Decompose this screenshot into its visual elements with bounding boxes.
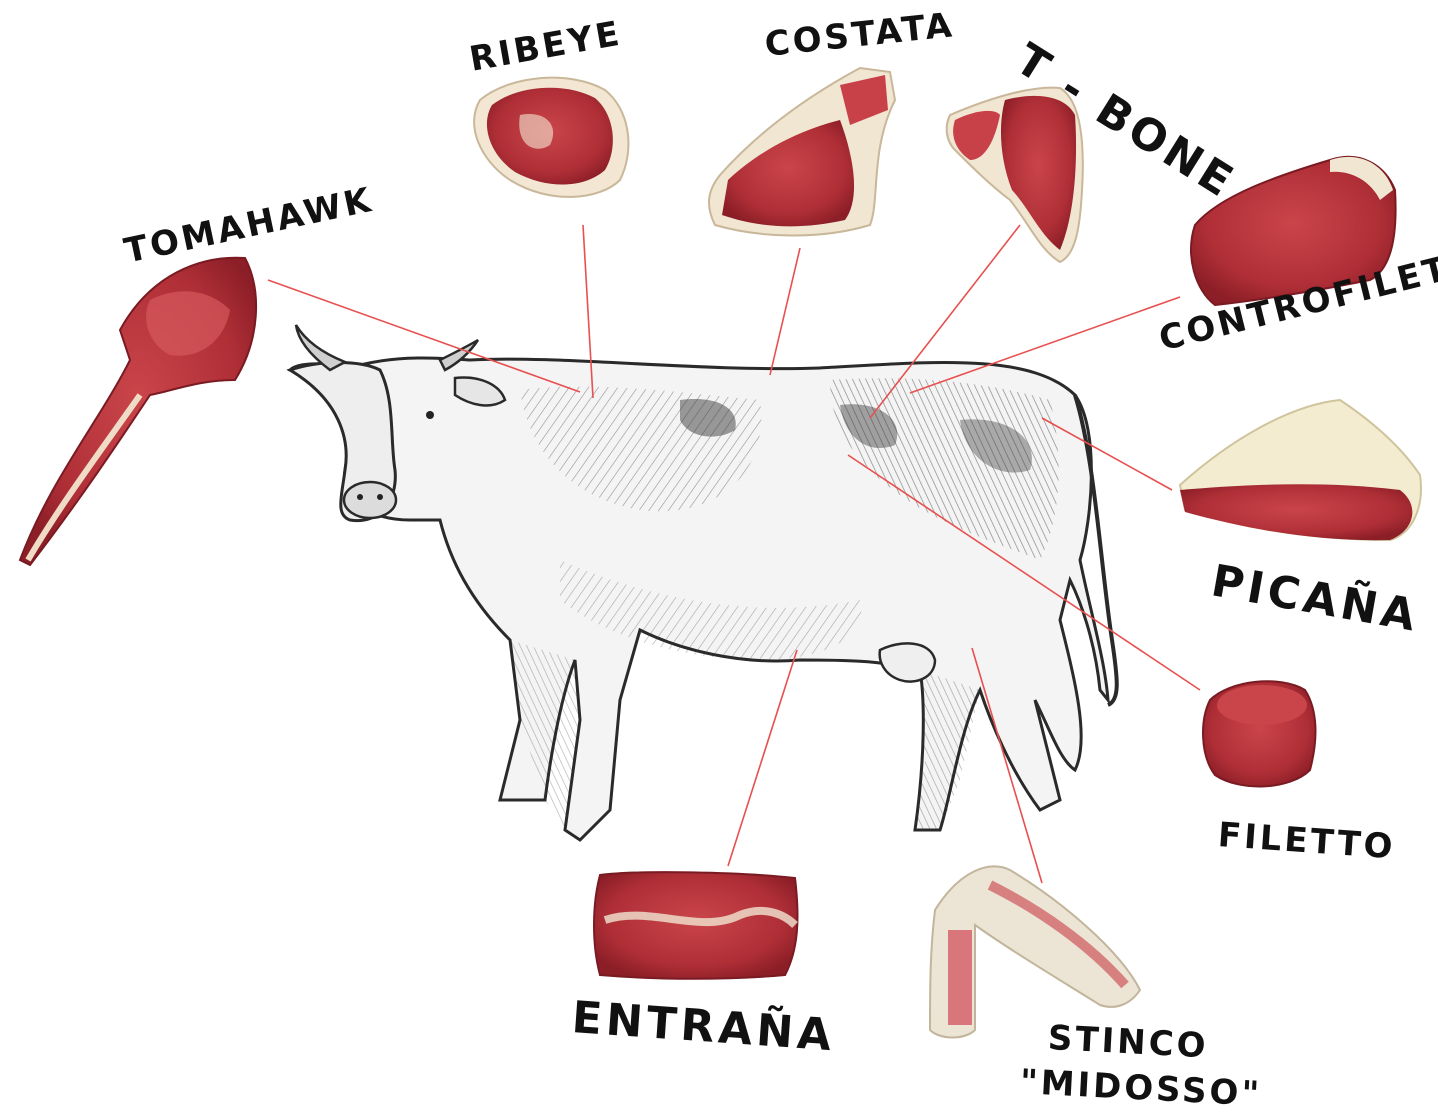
cow-udder — [880, 643, 935, 681]
tbone-cut-image — [947, 88, 1083, 262]
tomahawk-cut-image — [20, 258, 256, 565]
leader-line-costata — [770, 248, 800, 375]
entrana-cut-image — [594, 872, 798, 979]
label-stinco: STINCO — [1047, 1018, 1210, 1066]
picana-cut-image — [1180, 400, 1421, 540]
cow-illustration — [290, 325, 1117, 840]
leader-line-entrana — [728, 650, 797, 866]
ribeye-cut-image — [474, 78, 628, 197]
filetto-cut-image — [1203, 681, 1315, 786]
stinco-cut-image — [930, 866, 1140, 1037]
costata-cut-image — [709, 68, 895, 236]
